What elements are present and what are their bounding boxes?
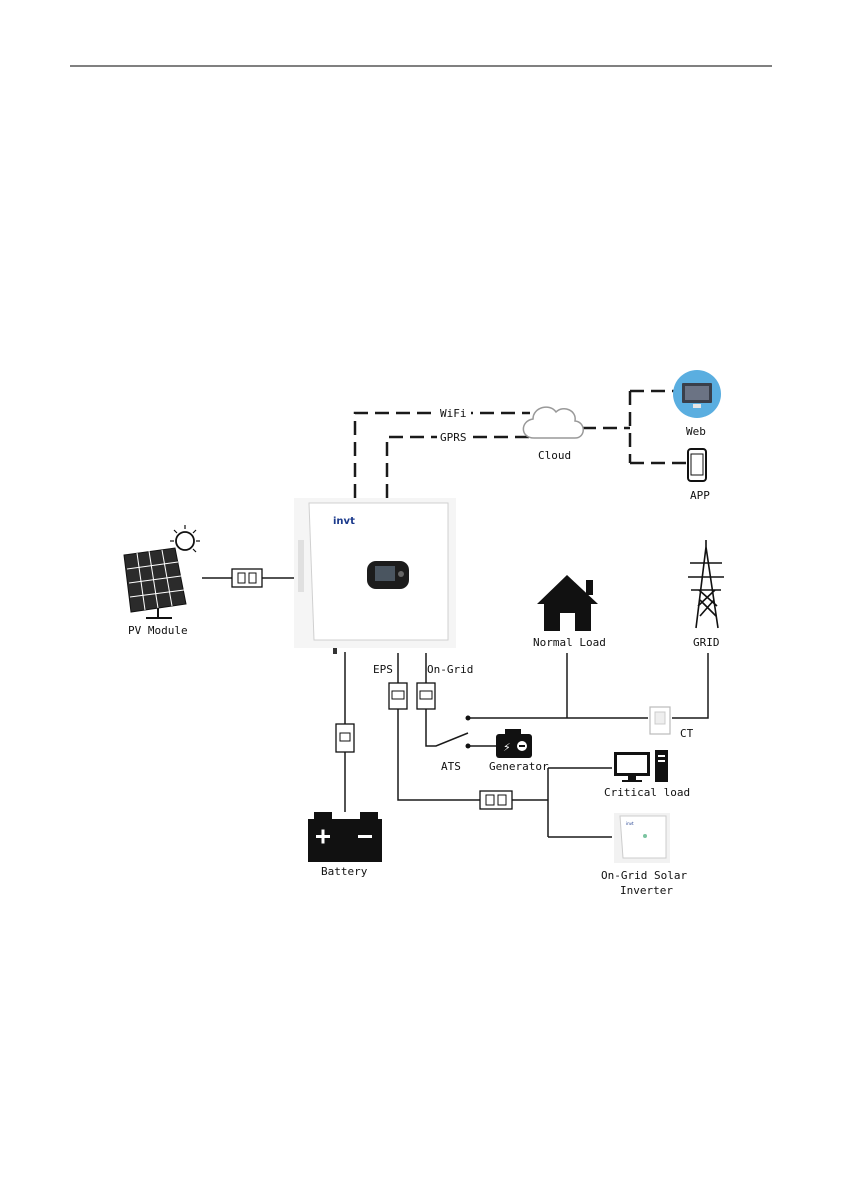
pv-module-label: PV Module — [128, 624, 188, 637]
web-monitor-icon — [673, 370, 721, 418]
wifi-label: WiFi — [440, 407, 467, 420]
gprs-link — [387, 437, 530, 498]
wifi-link — [355, 413, 530, 498]
svg-text:⚡: ⚡ — [503, 741, 511, 754]
breaker-pv — [232, 569, 262, 587]
breaker-ongrid — [417, 683, 435, 709]
web-label: Web — [686, 425, 706, 438]
inverter-brand-logo: invt — [333, 516, 355, 527]
generator-label: Generator — [489, 760, 549, 773]
ongrid-inverter-icon: invt — [614, 813, 670, 863]
eps-label: EPS — [373, 663, 393, 676]
battery-label: Battery — [321, 865, 368, 878]
pv-module-icon — [124, 525, 200, 618]
computer-icon — [614, 750, 668, 782]
cloud-to-devices-link — [582, 391, 686, 463]
ct-icon — [650, 707, 670, 734]
comm-links — [355, 391, 686, 498]
ats-label: ATS — [441, 760, 461, 773]
generator-icon: ⚡ — [496, 729, 532, 758]
ats-contact-lower — [466, 744, 471, 749]
breaker-battery — [336, 724, 354, 752]
svg-text:invt: invt — [626, 821, 634, 826]
breaker-eps — [389, 683, 407, 709]
ongrid-inverter-label-2: Inverter — [620, 884, 673, 897]
on-grid-label: On-Grid — [427, 663, 473, 676]
ct-label: CT — [680, 727, 694, 740]
grid-tower-icon — [688, 540, 724, 628]
ongrid-inverter-label-1: On-Grid Solar — [601, 869, 687, 882]
grid-label: GRID — [693, 636, 720, 649]
gprs-label: GPRS — [440, 431, 467, 444]
normal-load-label: Normal Load — [533, 636, 606, 649]
critical-load-label: Critical load — [604, 786, 690, 799]
app-label: APP — [690, 489, 710, 502]
ats-contact-upper — [466, 716, 471, 721]
cloud-icon — [523, 407, 583, 438]
battery-icon — [308, 812, 382, 862]
phone-icon — [688, 449, 706, 481]
hybrid-inverter: invt — [294, 498, 456, 654]
breaker-critical — [480, 791, 512, 809]
house-icon — [537, 575, 598, 631]
cloud-label: Cloud — [538, 449, 571, 462]
